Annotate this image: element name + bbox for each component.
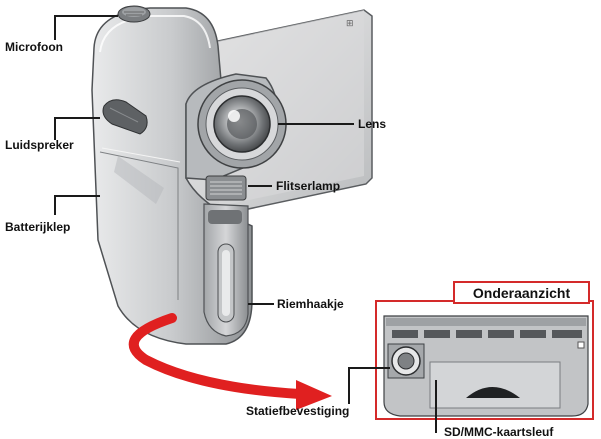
front-strip bbox=[203, 203, 249, 337]
lens-assembly bbox=[185, 73, 287, 181]
speaker-grille bbox=[102, 99, 148, 135]
label-lens: Lens bbox=[358, 117, 387, 131]
label-strap-hook: Riemhaakje bbox=[277, 297, 344, 311]
tripod-socket bbox=[387, 343, 425, 379]
callout-lines bbox=[54, 15, 437, 433]
label-flash: Flitserlamp bbox=[276, 179, 341, 193]
svg-text:⊞: ⊞ bbox=[346, 19, 354, 29]
direction-arrow bbox=[128, 313, 332, 410]
label-battery-cover: Batterijklep bbox=[5, 220, 71, 234]
label-speaker: Luidspreker bbox=[5, 138, 74, 152]
label-card-slot: SD/MMC-kaartsleuf bbox=[444, 425, 554, 439]
bottom-vents bbox=[392, 330, 582, 338]
flash-lamp bbox=[205, 175, 247, 201]
card-slot-door bbox=[429, 361, 561, 409]
label-microphone: Microfoon bbox=[5, 40, 63, 54]
microphone-grille bbox=[117, 5, 151, 23]
label-tripod-mount: Statiefbevestiging bbox=[246, 404, 350, 418]
inset-title: Onderaanzicht bbox=[472, 285, 571, 301]
